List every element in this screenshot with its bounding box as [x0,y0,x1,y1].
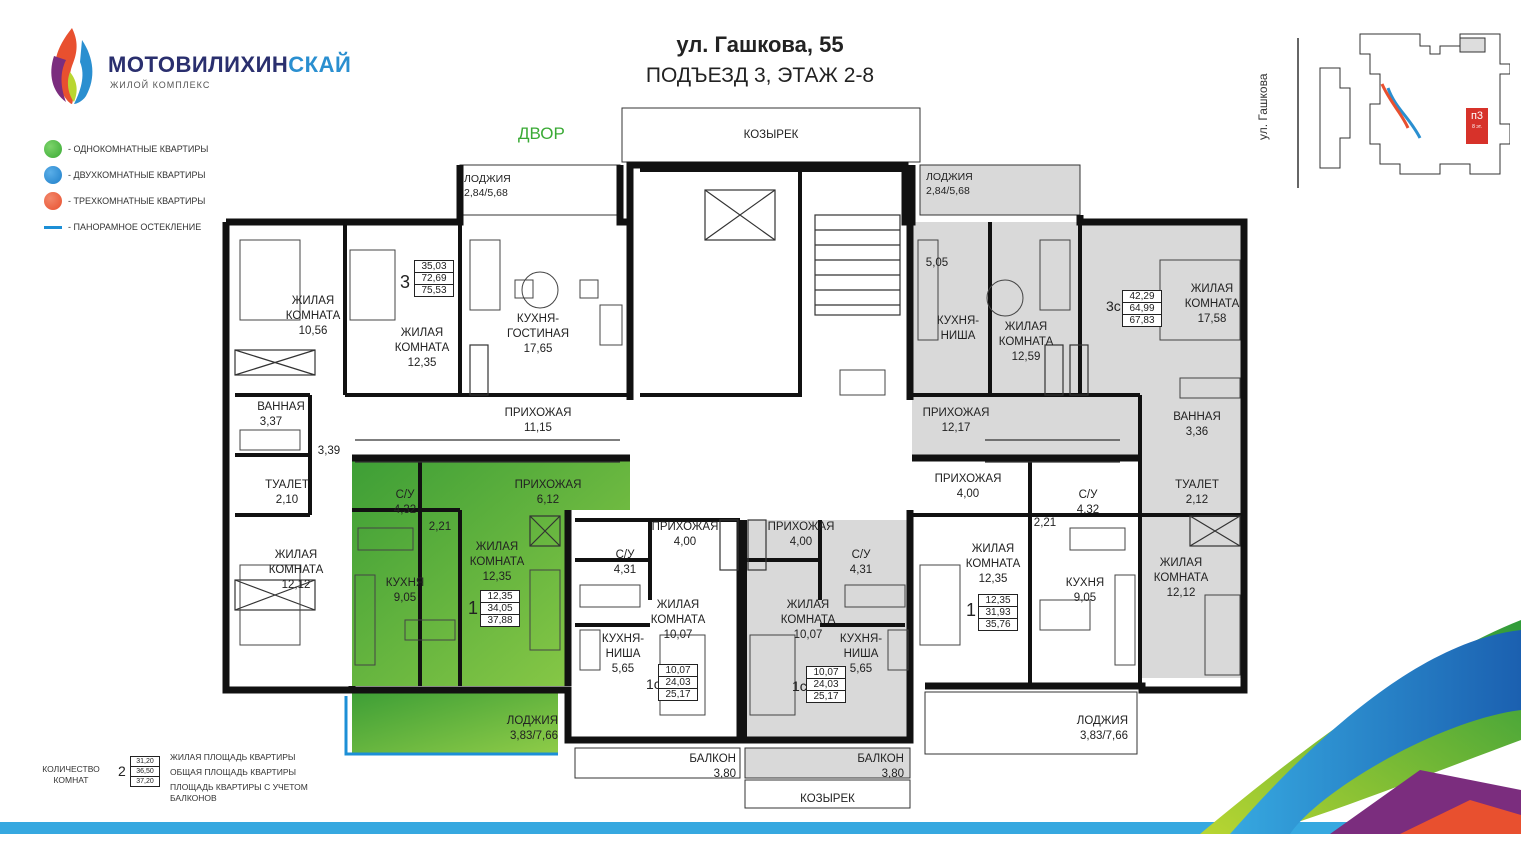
site-plan [1297,33,1510,188]
key-sample-rooms: 2 [118,763,126,779]
legend-two-room: - ДВУХКОМНАТНЫЕ КВАРТИРЫ [44,166,205,184]
apt-rooms: 1с [792,678,807,694]
legend-panoramic: - ПАНОРАМНОЕ ОСТЕКЛЕНИЕ [44,222,201,232]
yard-label: ДВОР [518,124,565,143]
green-small: 2,21 [428,521,452,533]
legend-three-room: - ТРЕХКОМНАТНЫЕ КВАРТИРЫ [44,192,205,210]
brand-name: МОТОВИЛИХИНСКАЙ [108,52,352,77]
apt-rooms: 3 [400,272,411,292]
canopy-top-label: КОЗЫРЕК [743,129,799,141]
legend-one-room: - ОДНОКОМНАТНЫЕ КВАРТИРЫ [44,140,208,158]
brand-subtitle: ЖИЛОЙ КОМПЛЕКС [110,80,211,90]
section-badge-floors: 8 эт. [1472,124,1482,130]
blue-dot-icon [44,166,62,184]
orange-dot-icon [44,192,62,210]
canopy-bottom-label: КОЗЫРЕК [800,793,855,805]
page-subtitle: ПОДЪЕЗД 3, ЭТАЖ 2-8 [645,64,875,87]
key-rooms-label: КОЛИЧЕСТВО КОМНАТ [42,764,100,785]
key-desc-balcony: ПЛОЩАДЬ КВАРТИРЫ С УЧЕТОМ БАЛКОНОВ [170,782,308,803]
right-small: 5,05 [925,257,949,269]
right-small-2: 2,21 [1033,517,1057,529]
apt-rooms: 1 [468,598,479,618]
key-desc-living: ЖИЛАЯ ПЛОЩАДЬ КВАРТИРЫ [170,752,296,762]
page-title: ул. Гашкова, 55 [676,32,844,57]
panoramic-line-icon [44,225,62,229]
key-desc-total: ОБЩАЯ ПЛОЩАДЬ КВАРТИРЫ [170,767,297,777]
hall-left-small: 3,39 [317,445,341,457]
apt-rooms: 1с [646,676,661,692]
section-badge [1466,108,1488,144]
decorative-swoosh [0,620,1521,834]
apt-rooms: 3с [1106,298,1121,314]
niche-right: КУХНЯ- НИША [936,315,980,342]
brand-flame-icon [51,28,93,104]
apt-rooms: 1 [966,600,977,620]
section-badge-label: п3 [1470,110,1484,122]
green-dot-icon [44,140,62,158]
